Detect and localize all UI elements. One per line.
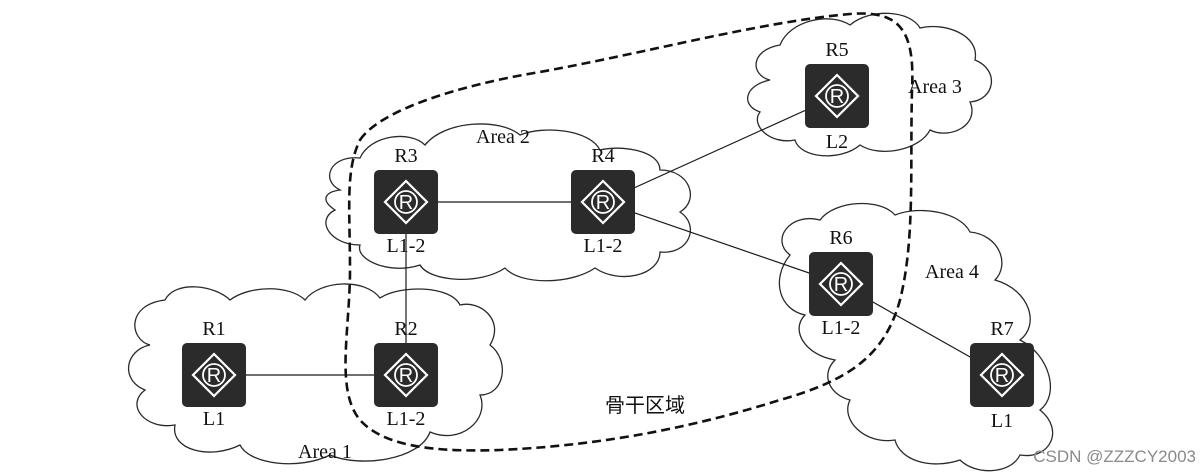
router-diamond-icon [814, 73, 860, 119]
router-diamond-icon [979, 352, 1025, 398]
link-r4-r5 [602, 95, 838, 203]
area-label-1: Area 1 [298, 441, 352, 463]
backbone-boundary [344, 12, 914, 452]
router-diamond-icon [580, 179, 626, 225]
router-circle-icon [829, 272, 853, 296]
router-level: L1-2 [822, 317, 861, 339]
router-glyph: R [830, 86, 844, 108]
router-circle-icon [591, 190, 615, 214]
router-icon [571, 170, 635, 234]
router-glyph: R [399, 192, 413, 214]
link-r4-r6 [602, 201, 842, 285]
router-icon [374, 343, 438, 407]
router-level: L1-2 [387, 235, 426, 257]
watermark: CSDN @ZZZCY2003 [1033, 447, 1196, 466]
router-level: L1-2 [387, 408, 426, 430]
router-name: R1 [202, 318, 225, 340]
router-level: L1 [203, 408, 225, 430]
router-glyph: R [834, 274, 848, 296]
router-name: R3 [394, 145, 417, 167]
router-level: L1 [991, 410, 1013, 432]
routers: RR1L1RR2L1-2RR3L1-2RR4L1-2RR5L2RR6L1-2RR… [182, 39, 1034, 432]
router-level: L2 [826, 131, 848, 153]
backbone-label: 骨干区域 [605, 393, 685, 417]
router-circle-icon [394, 363, 418, 387]
router-icon [805, 64, 869, 128]
router-diamond-icon [818, 261, 864, 307]
router-diamond-icon [383, 352, 429, 398]
router-icon [374, 170, 438, 234]
router-name: R4 [591, 145, 614, 167]
router-icon [970, 343, 1034, 407]
router-name: R6 [829, 227, 852, 249]
router-icon [182, 343, 246, 407]
router-glyph: R [207, 365, 221, 387]
router-icon [809, 252, 873, 316]
router-glyph: R [399, 365, 413, 387]
router-glyph: R [596, 192, 610, 214]
router-circle-icon [990, 363, 1014, 387]
router-name: R7 [990, 318, 1013, 340]
router-circle-icon [825, 84, 849, 108]
area-label-3: Area 3 [908, 76, 962, 98]
router-diamond-icon [191, 352, 237, 398]
router-name: R2 [394, 318, 417, 340]
router-level: L1-2 [584, 235, 623, 257]
router-circle-icon [394, 190, 418, 214]
area-1-cloud [128, 283, 503, 465]
router-diamond-icon [383, 179, 429, 225]
area-label-4: Area 4 [925, 261, 979, 283]
router-circle-icon [202, 363, 226, 387]
router-name: R5 [825, 39, 848, 61]
router-glyph: R [995, 365, 1009, 387]
area-label-2: Area 2 [476, 126, 530, 148]
